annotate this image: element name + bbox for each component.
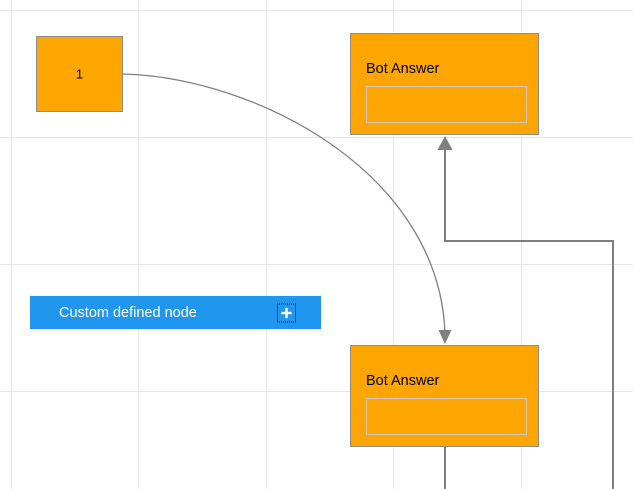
bot-answer-bottom-title: Bot Answer (366, 373, 440, 389)
node-1-label: 1 (75, 66, 84, 82)
node-bot-answer-bottom[interactable]: Bot Answer (350, 345, 539, 447)
connector-curve-node1-to-bot-bottom[interactable] (122, 73, 452, 344)
node-bot-answer-top[interactable]: Bot Answer (350, 33, 539, 135)
bot-answer-top-field[interactable] (366, 86, 527, 123)
connector-orthogonal-bot-bottom-to-bot-top[interactable] (437, 136, 614, 489)
bot-answer-top-title: Bot Answer (366, 61, 440, 77)
custom-defined-node-label: Custom defined node (59, 304, 197, 321)
plus-icon[interactable] (277, 303, 296, 322)
node-number-1[interactable]: 1 (36, 36, 123, 112)
bot-answer-bottom-field[interactable] (366, 398, 527, 435)
custom-defined-node-item[interactable]: Custom defined node (30, 296, 321, 329)
